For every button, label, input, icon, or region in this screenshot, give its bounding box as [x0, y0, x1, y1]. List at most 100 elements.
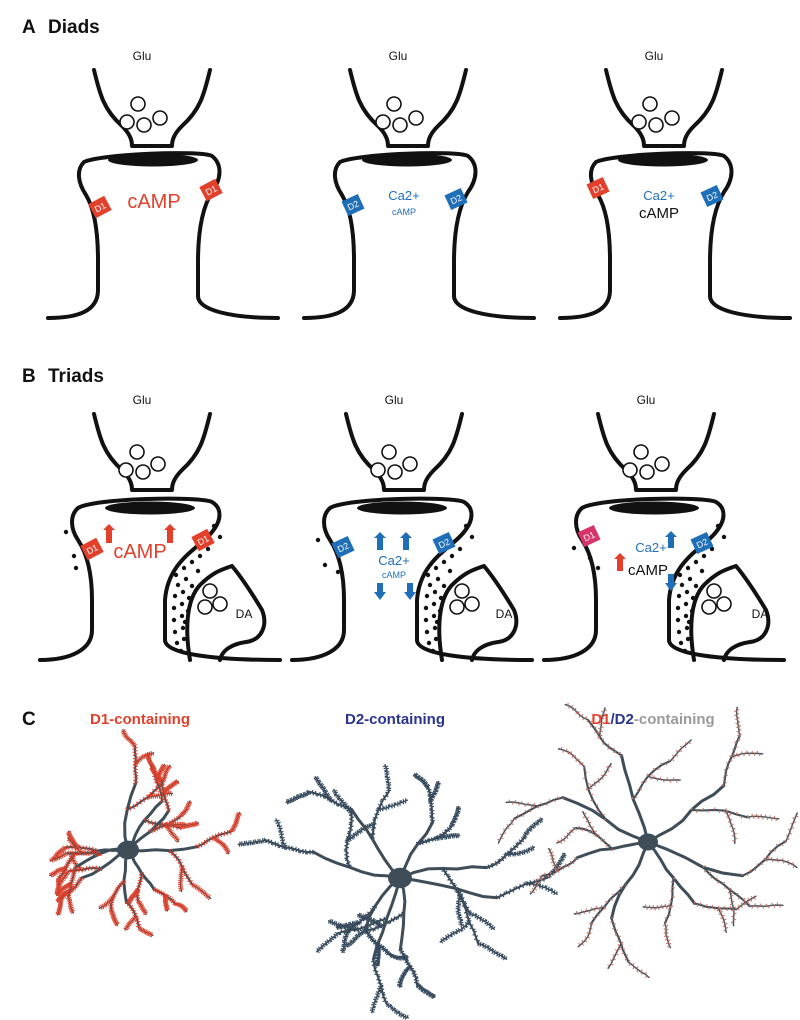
spine [425, 782, 429, 785]
spine [650, 773, 653, 776]
section-a-title: Diads [48, 17, 100, 38]
spine [113, 921, 117, 924]
spine [541, 886, 544, 890]
spine [65, 883, 69, 886]
dendrite [316, 932, 339, 953]
spine [479, 916, 483, 920]
spine [139, 906, 143, 909]
spine [55, 891, 59, 895]
spine [395, 957, 398, 961]
spine [385, 780, 389, 783]
spine [230, 827, 234, 830]
spine [601, 717, 605, 720]
spine [342, 803, 345, 807]
spine [440, 833, 443, 836]
spine [414, 772, 418, 776]
spine [131, 744, 135, 746]
spine [523, 849, 527, 853]
spine [128, 808, 132, 811]
spine [426, 993, 429, 996]
spine [63, 871, 66, 874]
spine [665, 928, 669, 931]
spine [343, 925, 346, 929]
spine [460, 900, 464, 903]
spine [370, 936, 374, 939]
spine [137, 757, 140, 761]
spine [531, 845, 535, 849]
dendrite [371, 791, 390, 840]
spine [652, 767, 656, 771]
spine [137, 903, 141, 906]
spine [144, 932, 147, 935]
spine [468, 921, 471, 924]
spine [332, 791, 336, 794]
spine [521, 852, 524, 856]
spine [436, 787, 440, 789]
spine [737, 904, 740, 908]
spine [377, 923, 380, 927]
spine [486, 920, 490, 924]
spine [278, 830, 282, 834]
spine [73, 883, 77, 887]
spine [598, 727, 601, 730]
spine [371, 964, 375, 967]
dendrite [350, 808, 402, 880]
spine [163, 778, 167, 782]
spine [68, 908, 72, 911]
spine [185, 908, 189, 911]
spine [150, 828, 153, 831]
spine [205, 892, 208, 896]
spine [477, 943, 480, 947]
spine [156, 773, 160, 777]
presynaptic-terminal [348, 68, 468, 148]
spine [426, 989, 429, 993]
spine [66, 892, 70, 895]
spine [376, 812, 380, 816]
spine [152, 767, 156, 770]
spine [299, 850, 302, 854]
spine [356, 926, 359, 930]
spine [279, 836, 283, 839]
spine [672, 886, 675, 889]
spine [174, 853, 178, 856]
spine [532, 822, 536, 826]
spine [65, 861, 69, 864]
spine [70, 835, 74, 838]
spine [381, 806, 384, 809]
spine [172, 832, 176, 836]
spine [61, 880, 65, 883]
spine [188, 804, 192, 807]
spine [556, 863, 559, 866]
spine [60, 901, 64, 904]
spine [344, 942, 347, 945]
spine [274, 844, 277, 847]
spine [212, 838, 216, 841]
spine [356, 830, 359, 834]
spine [168, 851, 172, 854]
spine [357, 914, 360, 918]
spine [68, 884, 71, 888]
spine [447, 878, 451, 881]
spine [167, 784, 170, 788]
spine [607, 964, 610, 967]
spine [429, 812, 433, 814]
spine [461, 896, 465, 900]
spine [60, 903, 63, 907]
spine [125, 807, 128, 810]
spine [406, 954, 409, 958]
spine [345, 925, 348, 928]
spine [55, 899, 59, 902]
spine [532, 847, 535, 851]
spine [348, 940, 352, 944]
spine [424, 780, 428, 784]
spine [589, 783, 593, 787]
spine [530, 824, 533, 828]
spine [60, 896, 64, 899]
spine [149, 934, 152, 937]
spine [325, 794, 328, 798]
spine [69, 901, 73, 904]
spine [512, 889, 515, 893]
spine [143, 817, 146, 821]
camp-label: cAMP [628, 562, 668, 579]
spine [58, 884, 62, 887]
